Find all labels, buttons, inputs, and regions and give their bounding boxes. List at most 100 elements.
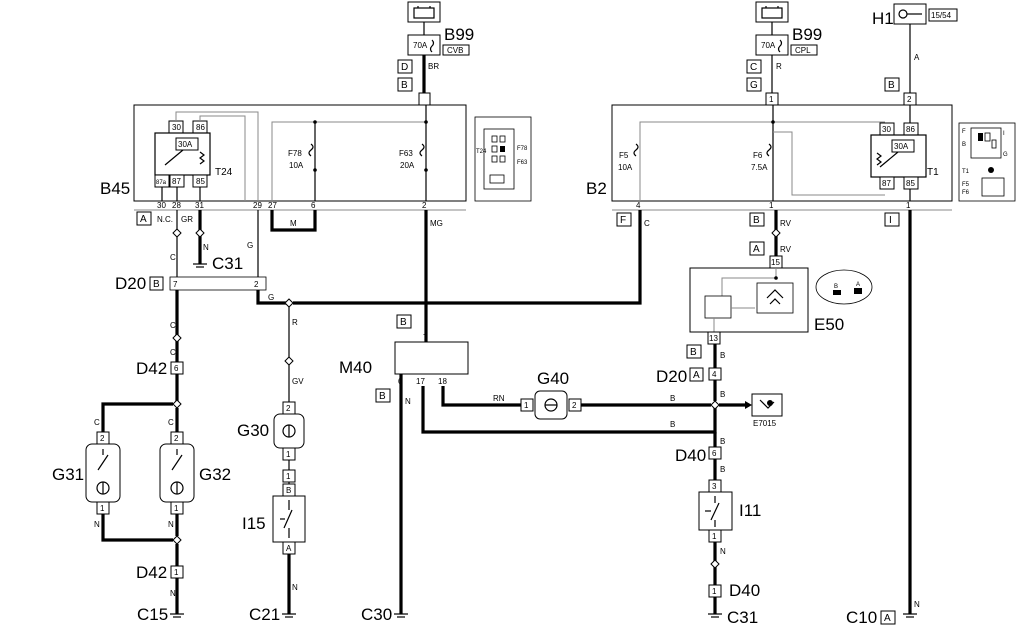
connector-b-m40bot: B	[375, 388, 391, 403]
pins-d40-1: 1	[712, 587, 717, 596]
g40-label: G40	[537, 369, 569, 388]
battery-icon	[407, 1, 441, 23]
g30-label: G30	[237, 421, 269, 440]
ground-point-icon	[751, 393, 783, 417]
wires-rn: RN	[493, 394, 505, 403]
wires-rv1: RV	[780, 219, 792, 228]
battery-icon	[755, 1, 789, 23]
connector-b-b2: B	[749, 212, 765, 227]
relays-t24-p86: 86	[196, 123, 205, 132]
pins-b45-30: 30	[157, 201, 166, 210]
wires-n-c31: N	[720, 547, 726, 556]
wires-b-d20r: B	[720, 390, 725, 399]
connector-a-b45: A	[136, 211, 152, 226]
fuse-tag-label: CVB	[447, 46, 463, 55]
connector-letters-a-b45: A	[140, 214, 147, 225]
wire-color-br: BR	[428, 62, 439, 71]
e50-location-icon: B A	[815, 269, 873, 305]
pins-i11-3: 3	[712, 482, 717, 491]
relays-t24: T24	[215, 167, 233, 178]
wires-b-i11: B	[720, 465, 725, 474]
wire-color-r: R	[776, 62, 782, 71]
e7015-label: E7015	[753, 419, 777, 428]
connector-f-b2: F	[616, 212, 632, 227]
g31-switch	[85, 443, 121, 503]
connector-letters-b-d20: B	[153, 279, 160, 290]
wires-m-27: M	[290, 219, 297, 228]
relays-t24-p85: 85	[196, 177, 205, 186]
connector-letters-c: C	[750, 62, 757, 73]
connector-letters-b-e50: B	[690, 347, 697, 358]
d20-right-label: D20	[656, 367, 687, 386]
svg-text:F: F	[962, 129, 966, 135]
b2-label: B2	[586, 179, 607, 198]
pins-e50-13: 13	[709, 334, 718, 343]
f63-amp: 20A	[400, 161, 415, 170]
wires-n-g32: N	[168, 520, 174, 529]
relays-t1: T1	[927, 167, 939, 178]
f78-amp: 10A	[289, 161, 304, 170]
i11-label: I11	[739, 501, 761, 520]
connector-letters-b-m40top: B	[400, 317, 407, 328]
pins-i15-a: A	[286, 544, 292, 553]
pins-g32-1: 1	[174, 504, 179, 513]
relays-t1-p86: 86	[906, 125, 915, 134]
wires-mg: MG	[430, 219, 443, 228]
wire-nc: N.C.	[157, 215, 173, 224]
wires-c-g31: C	[94, 418, 100, 427]
g31-label: G31	[52, 465, 84, 484]
b99-right-label: B99	[792, 25, 822, 44]
connector-d: D	[397, 59, 413, 74]
svg-text:F78: F78	[517, 146, 528, 152]
c21-label: C21	[249, 605, 280, 624]
svg-text:B: B	[962, 142, 966, 148]
pins-i11-1: 1	[712, 532, 717, 541]
e50-module	[689, 267, 809, 333]
connector-letters-g: G	[750, 80, 758, 91]
relays-t24-amp: 30A	[178, 140, 193, 149]
m40-box	[394, 341, 469, 375]
pins-b45-27: 27	[268, 201, 277, 210]
t1-relay: 30 86 30A 87 85 T1	[870, 122, 939, 190]
relays-t24-p30: 30	[172, 123, 181, 132]
wire-gr: GR	[181, 215, 193, 224]
d40-bottom-label: D40	[729, 581, 760, 600]
h1-tag: 15/54	[931, 11, 952, 20]
fuse-amp-label: 70A	[413, 41, 428, 50]
connector-g: G	[746, 77, 762, 92]
wires-c-g32: C	[168, 418, 174, 427]
g40-lamp	[534, 390, 568, 420]
b99-left-label: B99	[444, 25, 474, 44]
d40-top-label: D40	[675, 446, 706, 465]
pins-d42-1: 1	[174, 568, 179, 577]
c31-top-label: C31	[212, 254, 243, 273]
wires-c-f5: C	[644, 219, 650, 228]
misc-mini-a: A	[856, 282, 860, 288]
pins-g32-2: 2	[174, 434, 179, 443]
connector-c: C	[746, 59, 762, 74]
connector-a-d20r: A	[689, 367, 704, 382]
b2-module-box	[611, 104, 953, 202]
f6-amp: 7.5A	[751, 163, 768, 172]
wires-n-c15: N	[170, 589, 176, 598]
pins-g31-1: 1	[100, 504, 105, 513]
connector-letters-b-h1: B	[888, 80, 895, 91]
b99-right-fuse: 70A CPL	[755, 34, 818, 56]
pins-d42-6: 6	[174, 364, 179, 373]
relays-t1-amp: 30A	[894, 142, 909, 151]
pins-g30-2: 2	[286, 404, 291, 413]
connector-letters-b-m40bot: B	[379, 391, 386, 402]
wires-c-d42a: C	[170, 321, 176, 330]
svg-text:T24: T24	[476, 149, 487, 155]
t24-relay: 30 86 30A 87a 87 85 T24	[154, 120, 233, 188]
c10-label: C10	[846, 608, 877, 627]
pins-g31-2: 2	[100, 434, 105, 443]
fuse-amp-label: 70A	[761, 41, 776, 50]
connector-a-e50: A	[749, 241, 765, 256]
d20-left-label: D20	[115, 274, 146, 293]
wires-n-c21: N	[292, 583, 298, 592]
pins-b45-31: 31	[195, 201, 204, 210]
pins-b2-1a: 1	[769, 201, 774, 210]
fuse-tag-label: CPL	[795, 46, 811, 55]
svg-text:I: I	[1003, 131, 1005, 137]
